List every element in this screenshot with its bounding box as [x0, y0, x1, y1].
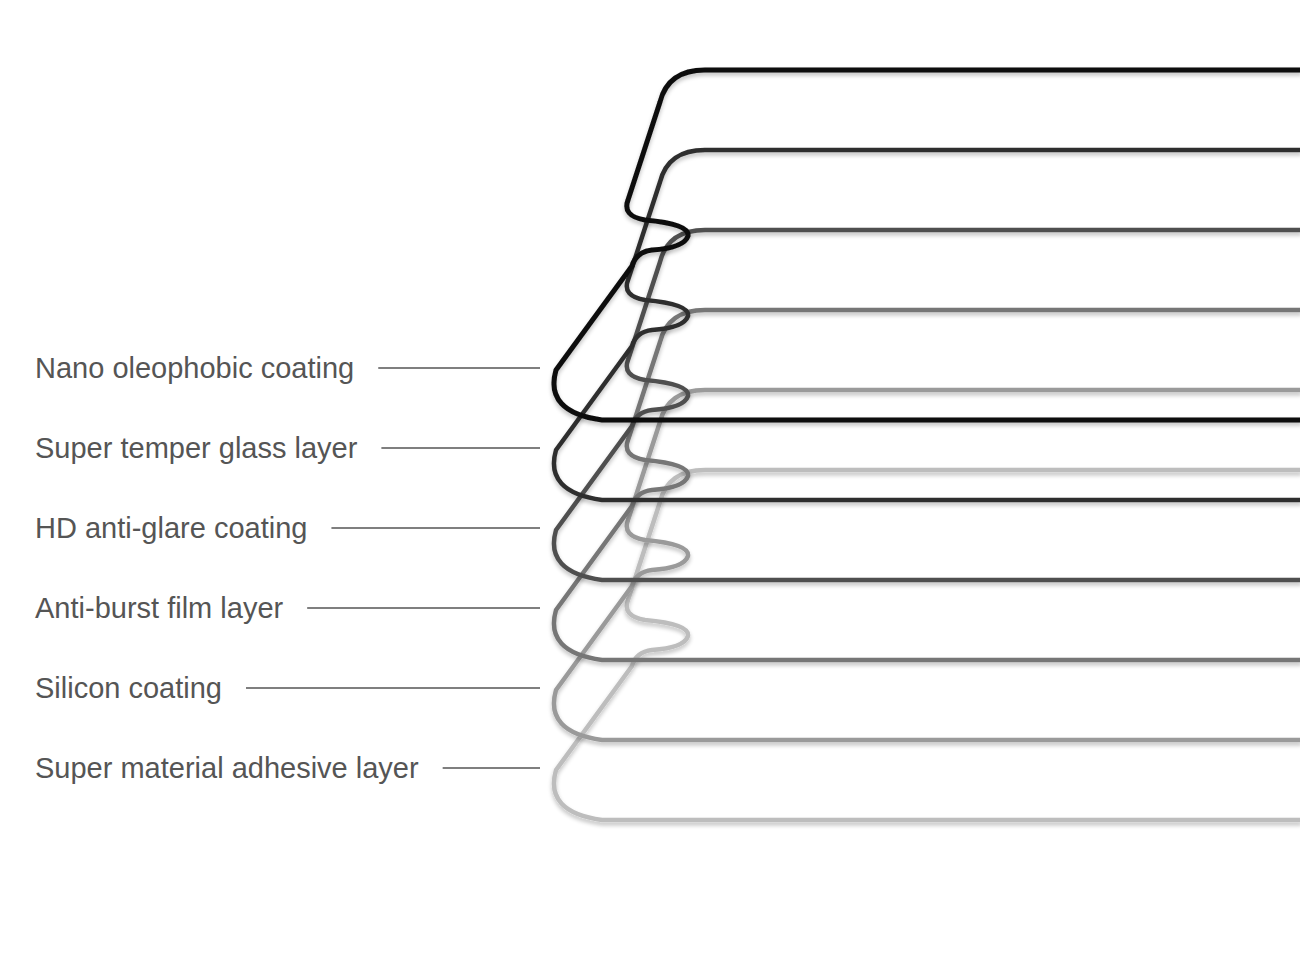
layer-label: Silicon coating [35, 668, 430, 708]
protector-layer [554, 470, 1300, 820]
protector-layer [554, 150, 1300, 500]
leader-line [443, 767, 540, 768]
layer-label: Super temper glass layer [35, 428, 430, 468]
leader-line [381, 447, 540, 448]
leader-line [246, 687, 540, 688]
layer-label: HD anti-glare coating [35, 508, 430, 548]
leader-line [378, 367, 540, 368]
layer-label: Anti-burst film layer [35, 588, 430, 628]
protector-layer [554, 390, 1300, 740]
leader-line [331, 527, 540, 528]
protector-layer [554, 230, 1300, 580]
leader-line [307, 607, 540, 608]
layer-label: Super material adhesive layer [35, 748, 430, 788]
layer-label: Nano oleophobic coating [35, 348, 430, 388]
protector-layer [554, 70, 1300, 420]
protector-layer [554, 310, 1300, 660]
